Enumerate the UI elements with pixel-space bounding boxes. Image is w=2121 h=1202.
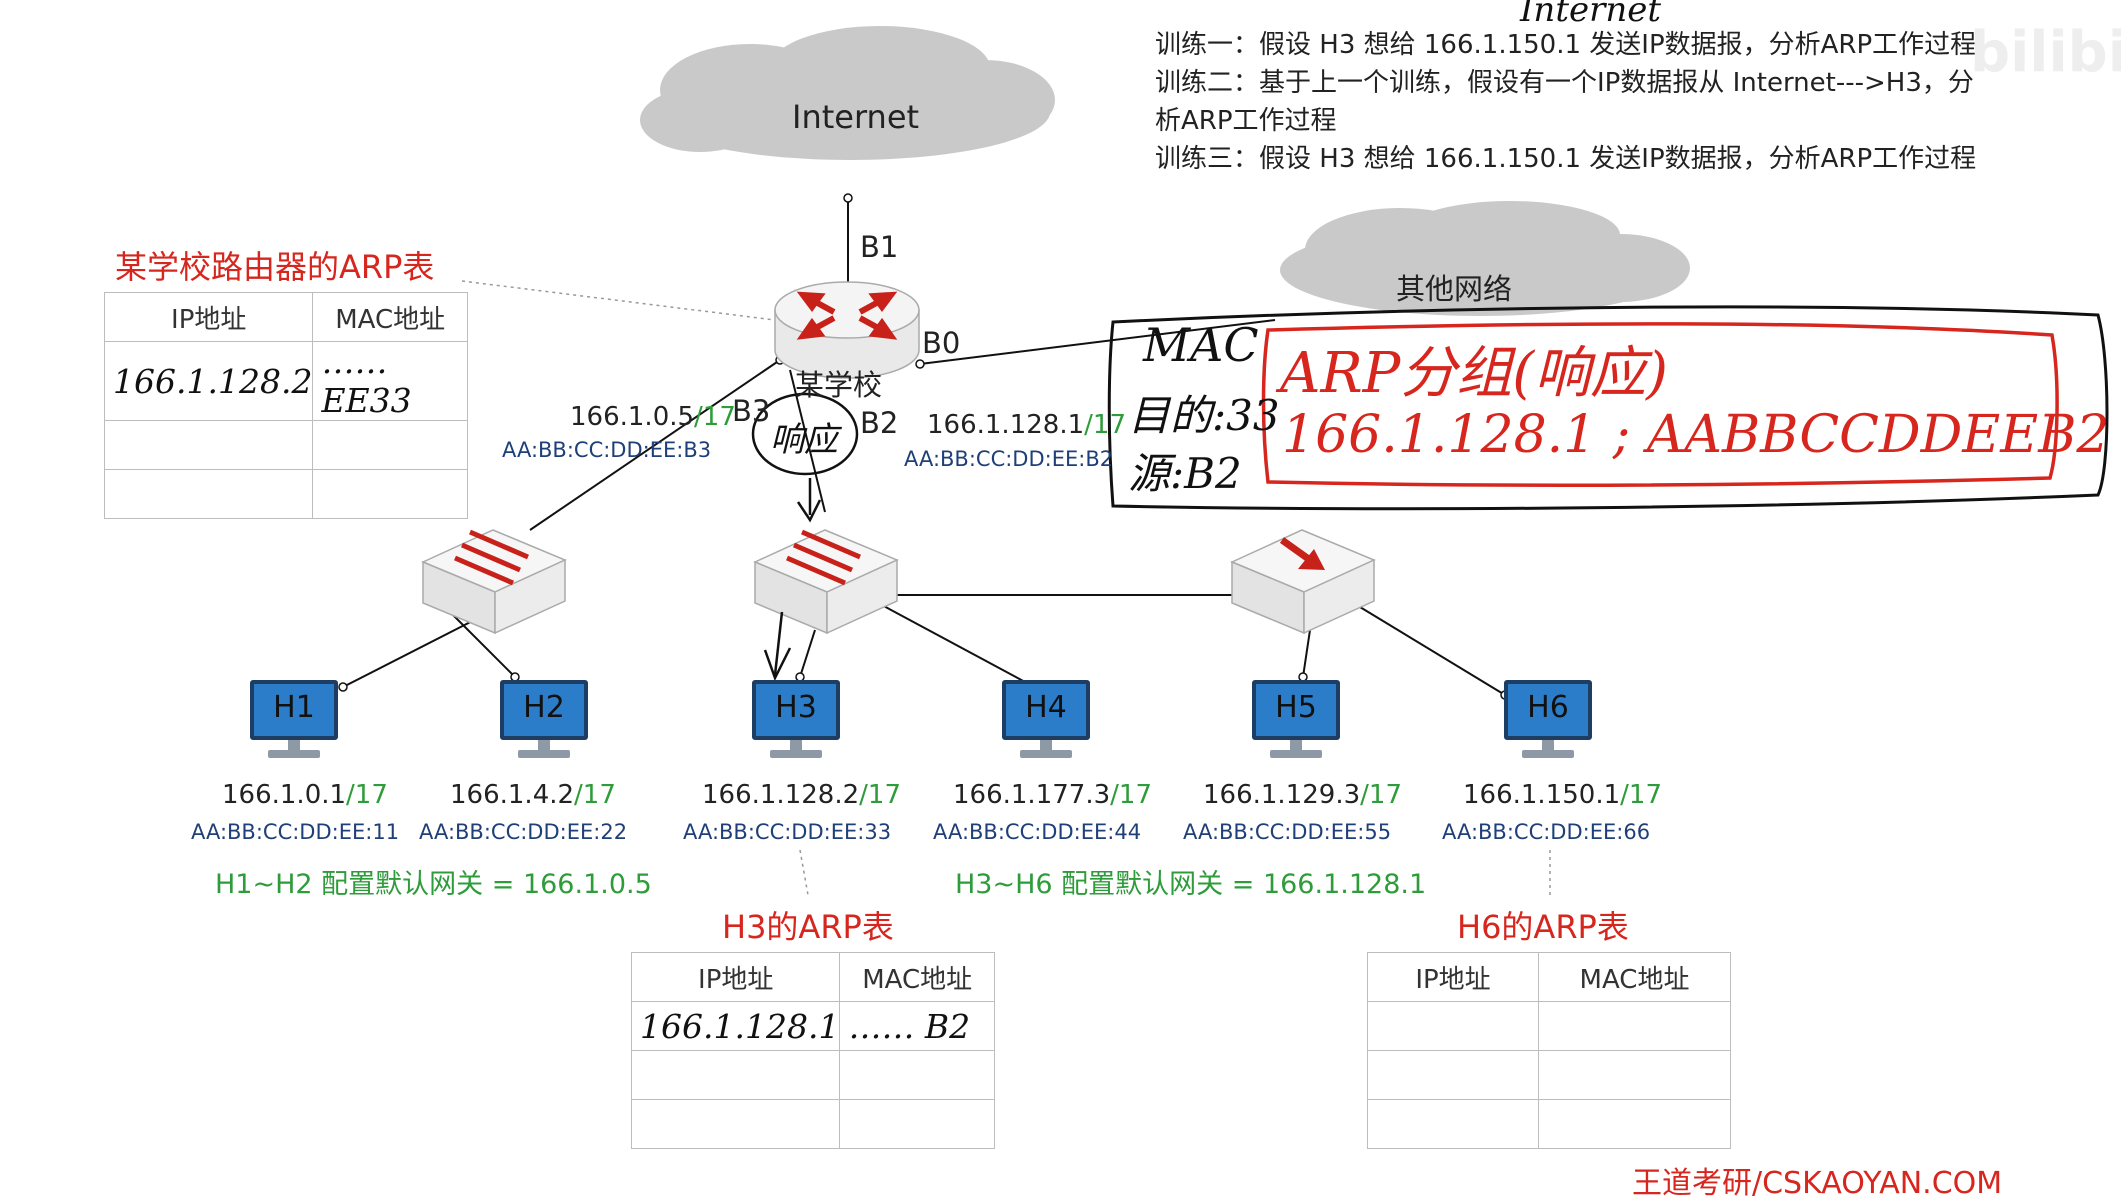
h6-mac: AA:BB:CC:DD:EE:66 <box>1442 820 1651 844</box>
response-bubble <box>751 392 859 476</box>
router-arp-row-2-ip <box>103 420 314 470</box>
task-2: 训练二：基于上一个训练，假设有一个IP数据报从 Internet--->H3，分 <box>1155 68 1974 98</box>
gateway-right-note: H3~H6 配置默认网关 = 166.1.128.1 <box>955 869 1427 900</box>
h2-ip: 166.1.4.2/17 <box>450 780 616 810</box>
b3-ip: 166.1.0.5/17 <box>570 402 736 432</box>
h3-arp-row-1-mac: …… B2 <box>839 1001 995 1051</box>
b3-mac: AA:BB:CC:DD:EE:B3 <box>502 438 712 462</box>
other-network-label: 其他网络 <box>1396 272 1513 306</box>
h4-mac: AA:BB:CC:DD:EE:44 <box>933 820 1142 844</box>
h5-ip: 166.1.129.3/17 <box>1203 780 1402 810</box>
h6-arp-row-2-mac <box>1538 1050 1731 1100</box>
annotation-destination: 目的:33 <box>1128 391 1280 440</box>
h6-arp-row-3-ip <box>1367 1099 1539 1149</box>
handwritten-arrows <box>763 478 822 682</box>
port-b1-label: B1 <box>860 230 899 264</box>
switch-1-icon <box>421 529 567 635</box>
router-arp-row-1-ip: 166.1.128.2 <box>103 341 314 421</box>
footer-brand: 王道考研/CSKAOYAN.COM <box>1632 1166 2003 1201</box>
h6-arp-header-mac: MAC地址 <box>1538 952 1731 1002</box>
gateway-left-note: H1~H2 配置默认网关 = 166.1.0.5 <box>215 869 652 900</box>
h5-mac: AA:BB:CC:DD:EE:55 <box>1183 820 1392 844</box>
h6-arp-row-1-mac <box>1538 1001 1731 1051</box>
arp-packet-body: 166.1.128.1 ; AABBCCDDEEB2 <box>1282 405 2110 465</box>
h1-ip: 166.1.0.1/17 <box>222 780 388 810</box>
task-3: 训练三：假设 H3 想给 166.1.150.1 发送IP数据报，分析ARP工作… <box>1155 144 1977 174</box>
router-arp-header-ip: IP地址 <box>103 292 314 342</box>
internet-cloud <box>640 26 1055 160</box>
h3-arp-title: H3的ARP表 <box>722 908 894 946</box>
h6-arp-row-2-ip <box>1367 1050 1539 1100</box>
handwritten-internet: Internet <box>1520 0 1662 30</box>
task-2-continued: 析ARP工作过程 <box>1155 106 1337 136</box>
switch-2-icon <box>753 529 899 635</box>
port-b0-label: B0 <box>922 326 961 360</box>
h1-mac: AA:BB:CC:DD:EE:11 <box>191 820 400 844</box>
router-arp-row-3-mac <box>312 469 468 519</box>
h6-ip: 166.1.150.1/17 <box>1463 780 1662 810</box>
router-name: 某学校 <box>795 368 883 402</box>
h6-arp-header-ip: IP地址 <box>1367 952 1539 1002</box>
h3-arp-row-1-ip: 166.1.128.1 <box>630 1001 841 1051</box>
b2-mac: AA:BB:CC:DD:EE:B2 <box>904 447 1114 471</box>
task-list: 训练一：假设 H3 想给 166.1.150.1 发送IP数据报，分析ARP工作… <box>1155 26 1976 178</box>
annotation-source: 源:B2 <box>1128 449 1242 498</box>
h3-arp-header-mac: MAC地址 <box>839 952 995 1002</box>
arp-packet-title: ARP分组(响应) <box>1280 341 1668 406</box>
router-arp-row-2-mac <box>312 420 468 470</box>
h2-mac: AA:BB:CC:DD:EE:22 <box>419 820 628 844</box>
internet-cloud-label: Internet <box>792 98 920 136</box>
arp-packet-frame <box>1261 322 2059 487</box>
router-icon <box>774 281 920 379</box>
other-network-cloud <box>1280 201 1690 316</box>
h3-mac: AA:BB:CC:DD:EE:33 <box>683 820 892 844</box>
port-b3-label: B3 <box>732 394 771 428</box>
router-arp-header-mac: MAC地址 <box>312 292 468 342</box>
h3-arp-header-ip: IP地址 <box>630 952 841 1002</box>
switch-3-icon <box>1230 529 1376 635</box>
annotation-frame <box>1107 305 2109 511</box>
task-1: 训练一：假设 H3 想给 166.1.150.1 发送IP数据报，分析ARP工作… <box>1155 30 1977 60</box>
h3-arp-row-2-mac <box>839 1050 995 1100</box>
watermark: bilibili <box>1970 20 2121 85</box>
network-links <box>342 198 1506 696</box>
h4-ip: 166.1.177.3/17 <box>953 780 1152 810</box>
h3-arp-row-3-ip <box>630 1099 841 1149</box>
h6-arp-row-1-ip <box>1367 1001 1539 1051</box>
router-arp-title: 某学校路由器的ARP表 <box>115 248 435 286</box>
h3-arp-row-2-ip <box>630 1050 841 1100</box>
router-arp-row-3-ip <box>103 469 314 519</box>
annotation-mac-label: MAC <box>1143 318 1259 372</box>
router-arp-row-1-mac: ……EE33 <box>312 341 468 421</box>
port-b2-label: B2 <box>860 406 899 440</box>
b2-ip: 166.1.128.1/17 <box>927 410 1126 440</box>
h6-arp-row-3-mac <box>1538 1099 1731 1149</box>
h6-arp-title: H6的ARP表 <box>1457 908 1629 946</box>
h3-arp-row-3-mac <box>839 1099 995 1149</box>
response-bubble-text: 响应 <box>770 420 838 460</box>
h3-ip: 166.1.128.2/17 <box>702 780 901 810</box>
